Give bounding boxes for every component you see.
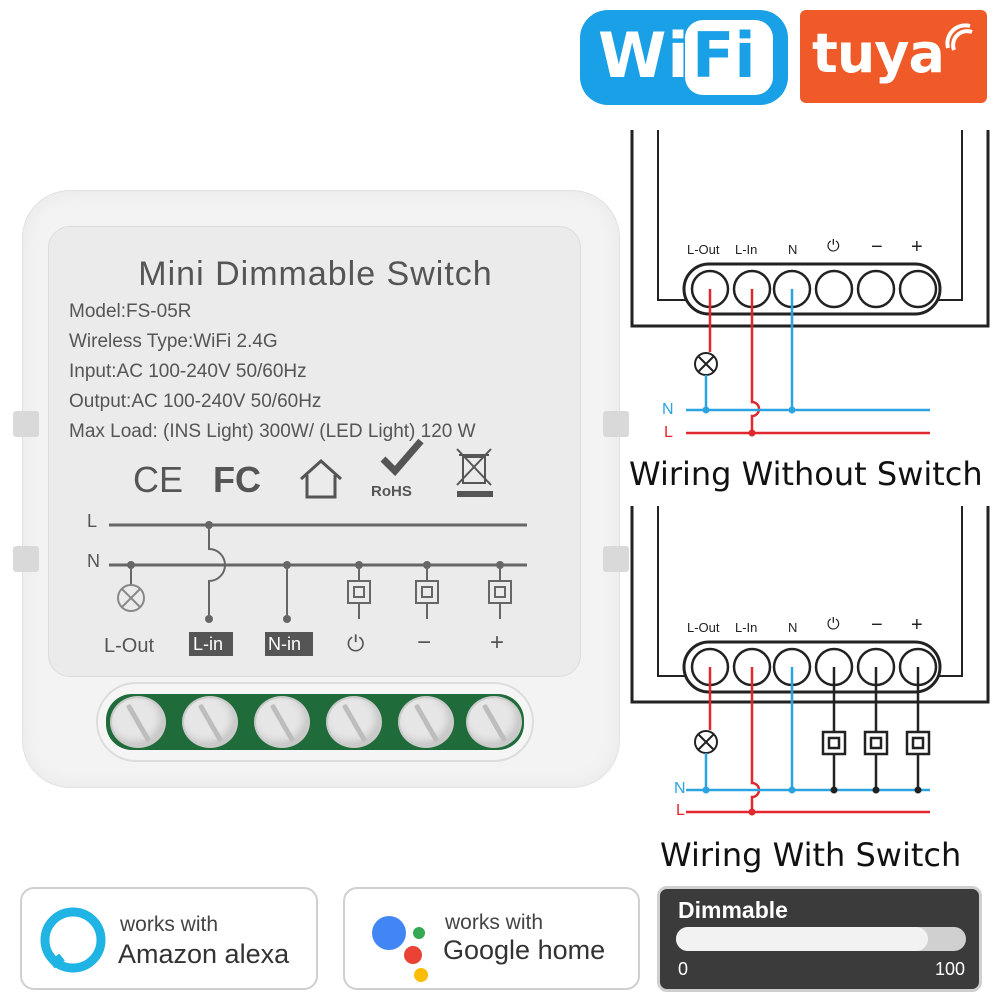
spec-max-load: Max Load: (INS Light) 300W/ (LED Light) … (69, 421, 476, 442)
terminal-label-power-icon: ⏻ (347, 631, 365, 656)
wiring2-label-l-out: L-Out (687, 620, 720, 635)
tuya-logo: tuya (800, 10, 987, 103)
terminal-block (96, 682, 534, 762)
wiring2-label-plus: + (911, 614, 923, 636)
wiring1-label-minus: − (871, 236, 883, 258)
wiring2-label-n: N (788, 620, 798, 635)
alexa-brand: Amazon alexa (118, 939, 290, 969)
home-icon (299, 458, 343, 499)
spec-model: Model:FS-05R (69, 301, 192, 322)
device-side-clip (603, 546, 629, 572)
wiring1-line-n: N (662, 401, 674, 418)
tuya-signal-icon (945, 23, 973, 51)
wiring2-line-l: L (676, 802, 685, 819)
schematic-line-l: L (87, 511, 98, 531)
google-brand: Google home (443, 935, 606, 965)
wifi-logo-wi: Wi (598, 19, 690, 92)
wiring2-label-power-icon: ⏻ (827, 616, 840, 633)
tuya-logo-text: tuya (812, 22, 945, 85)
alexa-works-with: works with (120, 913, 219, 936)
dimmer-slider-fill (676, 927, 929, 951)
spec-output: Output:AC 100-240V 50/60Hz (69, 391, 322, 412)
dimmable-slider-panel: Dimmable 0 100 (657, 886, 982, 992)
wiring1-label-l-out: L-Out (687, 242, 720, 257)
terminal-screw (466, 696, 522, 748)
google-home-badge: works with Google home (343, 887, 640, 990)
terminal-label-minus: − (417, 629, 432, 656)
terminal-screw (254, 696, 310, 748)
wiring1-label-plus: + (911, 236, 923, 258)
wiring1-line-l: L (664, 424, 673, 441)
wiring-with-switch-title: Wiring With Switch (660, 836, 962, 874)
device-side-clip (13, 411, 39, 437)
rohs-text: RoHS (371, 483, 412, 500)
wiring-without-switch-title: Wiring Without Switch (629, 455, 983, 493)
dimmable-label: Dimmable (678, 897, 788, 923)
google-works-with: works with (445, 911, 544, 934)
wiring1-label-power-icon: ⏻ (827, 238, 840, 255)
wiring-diagram-with-switch (630, 506, 990, 816)
device-side-clip (13, 546, 39, 572)
wiring-diagram-without-switch (630, 130, 990, 437)
ce-mark: CE (133, 459, 184, 500)
device-schematic (109, 521, 527, 656)
alexa-ring-icon (40, 907, 106, 973)
terminal-screw (110, 696, 166, 748)
wiring2-label-minus: − (871, 614, 883, 636)
dimmer-max-label: 100 (934, 959, 965, 979)
rohs-check-icon (380, 438, 424, 477)
dimmer-slider-track[interactable] (676, 927, 966, 951)
device-title: Mini Dimmable Switch (138, 255, 493, 293)
device-side-clip (603, 411, 629, 437)
fcc-mark: FC (213, 459, 261, 500)
terminal-screw (398, 696, 454, 748)
wifi-logo: Wi Fi (580, 10, 788, 105)
terminal-label-l-out: L-Out (104, 635, 155, 657)
wiring1-label-l-in: L-In (735, 242, 758, 257)
wiring1-label-n: N (788, 242, 798, 257)
device-label: Mini Dimmable Switch Model:FS-05R Wirele… (48, 226, 581, 677)
wifi-logo-fi: Fi (692, 19, 756, 92)
terminal-label-n-in: N-in (268, 634, 302, 654)
terminal-label-plus: + (490, 629, 505, 656)
terminal-label-l-in: L-in (193, 634, 224, 654)
spec-wireless: Wireless Type:WiFi 2.4G (69, 331, 278, 352)
terminal-screw (326, 696, 382, 748)
schematic-line-n: N (87, 551, 100, 571)
alexa-badge: works with Amazon alexa (20, 887, 318, 990)
wiring2-line-n: N (674, 780, 686, 797)
terminal-screw (182, 696, 238, 748)
spec-input: Input:AC 100-240V 50/60Hz (69, 361, 307, 382)
terminal-block-base (106, 694, 524, 750)
weee-bin-icon (456, 448, 493, 497)
google-assistant-icon (372, 916, 428, 982)
dimmer-min-label: 0 (678, 959, 689, 979)
wiring2-label-l-in: L-In (735, 620, 758, 635)
wifi-logo-fi-box (685, 20, 773, 95)
